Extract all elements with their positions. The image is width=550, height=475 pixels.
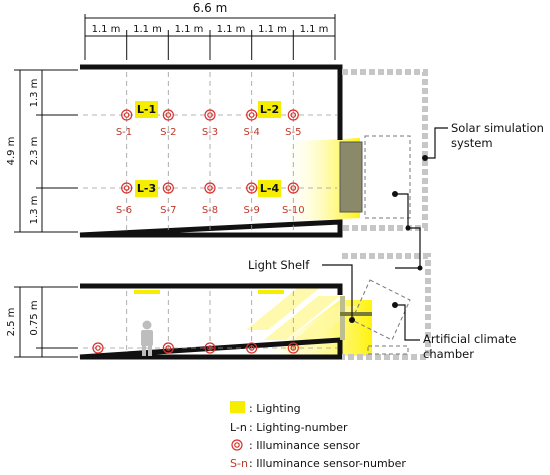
illuminance-sensor-icon bbox=[287, 182, 299, 194]
sensor-number: S-8 bbox=[202, 205, 218, 216]
legend-lighting-label: : Lighting bbox=[249, 402, 301, 415]
illuminance-sensor-icon bbox=[92, 342, 104, 354]
lighting-number: L-2 bbox=[260, 103, 279, 116]
illuminance-sensor-icon bbox=[162, 109, 174, 121]
illuminance-sensor-icon bbox=[162, 342, 174, 354]
illuminance-sensor-icon bbox=[204, 342, 216, 354]
legend-sensor-label: : Illuminance sensor bbox=[249, 439, 360, 452]
legend: : Lighting L-n : Lighting-number : Illum… bbox=[230, 401, 406, 470]
lighting-number: L-1 bbox=[137, 103, 156, 116]
dimension-lines bbox=[14, 14, 336, 358]
illuminance-sensor-icon bbox=[162, 182, 174, 194]
climate-chamber-label-line2: chamber bbox=[423, 347, 474, 361]
sensor-number: S-4 bbox=[244, 127, 260, 138]
light-shelf-label: Light Shelf bbox=[248, 258, 310, 272]
bay-width-label: 1.1 m bbox=[300, 24, 329, 35]
plan-view: L-1 L-2 L-3 L-4 S-1 S-2 S-3 bbox=[79, 64, 428, 238]
climate-chamber-wall bbox=[342, 253, 431, 360]
sensor-number: S-1 bbox=[116, 127, 132, 138]
illuminance-sensor-icon bbox=[246, 342, 258, 354]
illuminance-sensor-icon bbox=[287, 342, 299, 354]
sensor-number: S-6 bbox=[116, 205, 132, 216]
workplane-height-label: 0.75 m bbox=[29, 300, 40, 335]
solar-chamber-wall bbox=[342, 69, 428, 231]
lighting-number: L-3 bbox=[137, 182, 156, 195]
callout-lines bbox=[322, 127, 448, 341]
solar-simulation-label-line2: system bbox=[451, 136, 493, 150]
lighting-fixture: L-3 bbox=[135, 180, 158, 197]
solar-simulator-box bbox=[364, 135, 411, 219]
lighting-number: L-4 bbox=[260, 182, 280, 195]
legend-lighting-swatch bbox=[230, 401, 245, 413]
bay-width-label: 1.1 m bbox=[217, 24, 246, 35]
plan-depth-segment-label: 2.3 m bbox=[29, 137, 40, 166]
lighting-fixture: L-4 bbox=[258, 180, 281, 197]
bay-width-label: 1.1 m bbox=[133, 24, 162, 35]
legend-lighting-number-key: L-n bbox=[230, 421, 247, 434]
bay-width-label: 1.1 m bbox=[258, 24, 287, 35]
sunlight-rays bbox=[246, 286, 358, 350]
illuminance-sensor-icon bbox=[121, 109, 133, 121]
person-silhouette-icon bbox=[141, 320, 153, 356]
bay-width-label: 1.1 m bbox=[175, 24, 204, 35]
lighting-fixture: L-2 bbox=[258, 101, 281, 118]
solar-simulation-label: Solar simulation bbox=[451, 121, 544, 135]
total-width-label: 6.6 m bbox=[193, 1, 228, 15]
illuminance-sensor-icon bbox=[204, 109, 216, 121]
plan-depth-label: 4.9 m bbox=[6, 137, 17, 166]
sensor-number: S-10 bbox=[282, 205, 305, 216]
legend-sensor-number-label: : Illuminance sensor-number bbox=[249, 457, 406, 470]
sensor-number: S-7 bbox=[160, 205, 176, 216]
legend-lighting-number-label: : Lighting-number bbox=[249, 421, 348, 434]
sensor-number: S-3 bbox=[202, 127, 218, 138]
callout-dots bbox=[349, 155, 428, 323]
window-shelf bbox=[339, 141, 363, 213]
bay-width-label: 1.1 m bbox=[92, 24, 121, 35]
plan-grid bbox=[83, 72, 337, 230]
section-view bbox=[79, 253, 431, 360]
section-height-label: 2.5 m bbox=[6, 308, 17, 337]
sensor-number: S-5 bbox=[285, 127, 301, 138]
sensor-number: S-2 bbox=[160, 127, 176, 138]
illuminance-sensor-icon bbox=[246, 109, 258, 121]
plan-depth-segment-label: 1.3 m bbox=[29, 79, 40, 108]
section-grid bbox=[83, 291, 337, 353]
legend-sensor-icon bbox=[231, 439, 243, 451]
section-window bbox=[340, 296, 345, 340]
legend-sensor-number-key: S-n bbox=[230, 457, 248, 470]
plan-depth-segment-label: 1.3 m bbox=[29, 196, 40, 225]
lighting-fixture-section bbox=[258, 290, 284, 294]
illuminance-sensor-icon bbox=[287, 109, 299, 121]
illuminance-sensor-icon bbox=[204, 182, 216, 194]
sensor-number: S-9 bbox=[244, 205, 260, 216]
lighting-fixture-section bbox=[134, 290, 160, 294]
chamber-base bbox=[367, 345, 409, 355]
solar-simulator-tilted bbox=[351, 279, 411, 341]
illuminance-sensor-icon bbox=[246, 182, 258, 194]
climate-chamber-label: Artificial climate bbox=[423, 332, 517, 346]
illuminance-sensor-icon bbox=[121, 182, 133, 194]
lighting-fixture: L-1 bbox=[135, 101, 158, 118]
